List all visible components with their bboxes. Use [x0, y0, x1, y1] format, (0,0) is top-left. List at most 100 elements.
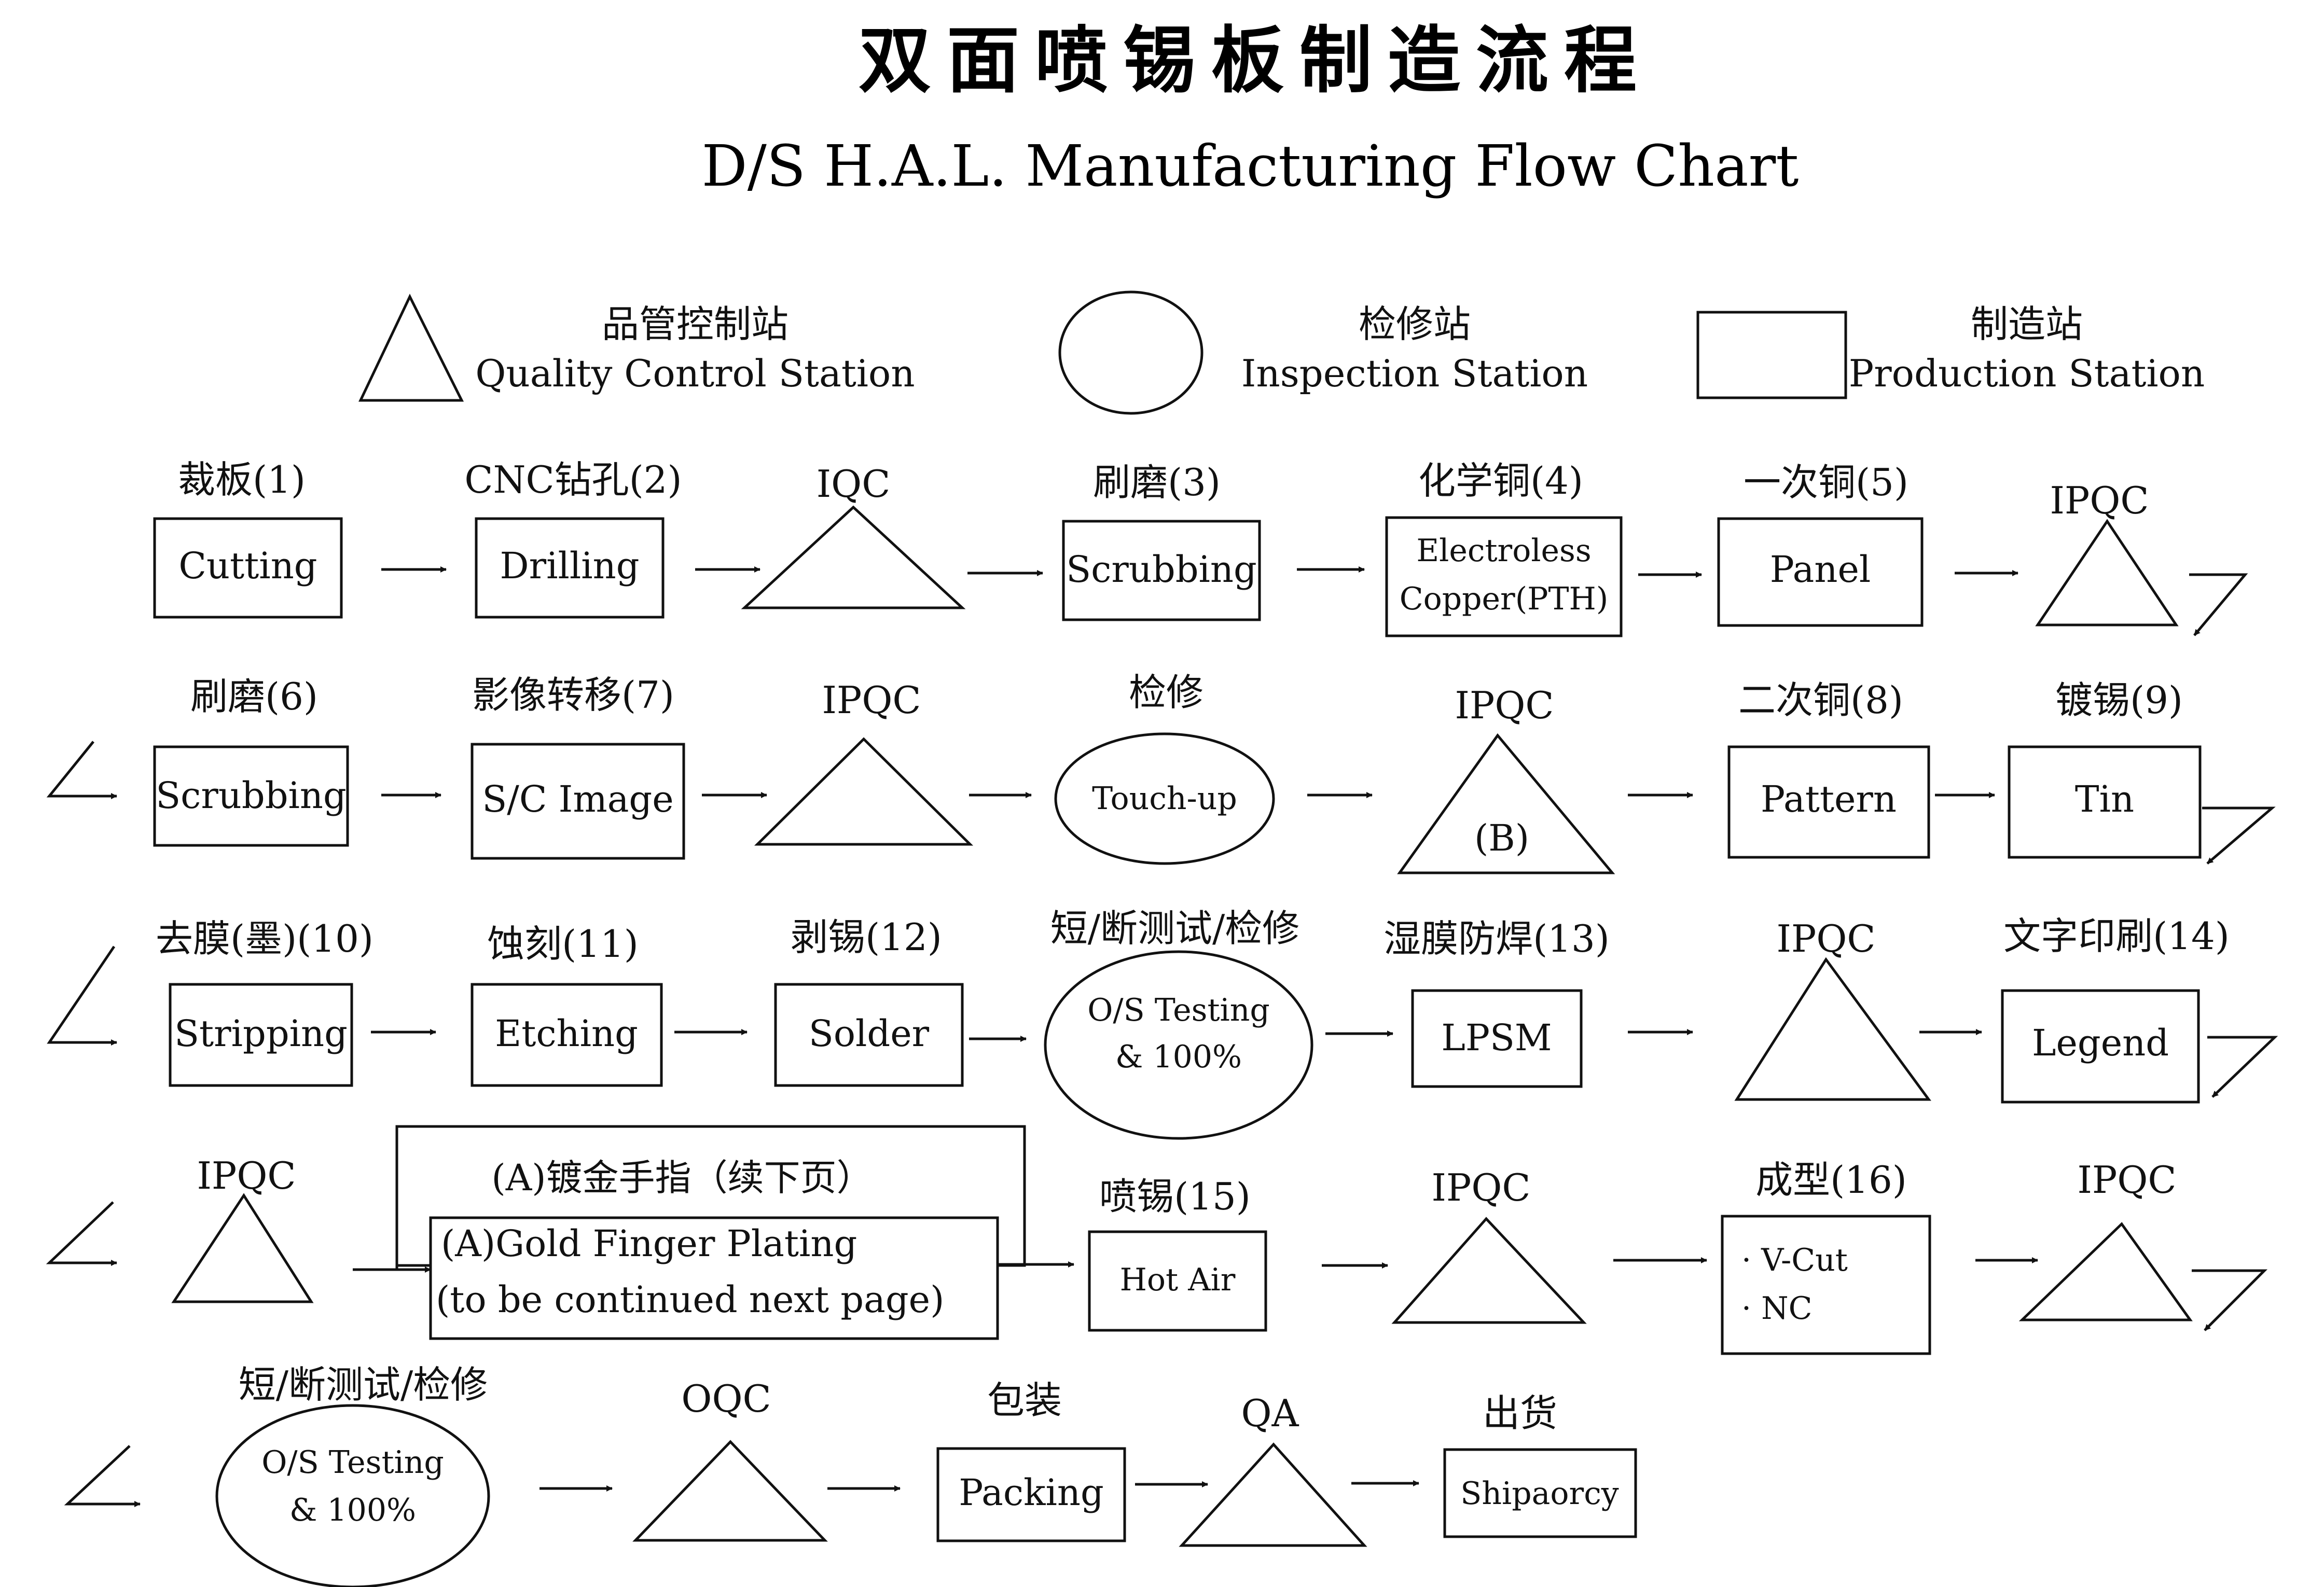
node-label: 蚀刻(11) [487, 922, 639, 966]
node-ipqc-4: IPQC [171, 1154, 314, 1303]
node-scrubbing-6: 刷磨(6) Scrubbing [153, 675, 349, 847]
node-label: 短/断测试/检修 [239, 1363, 488, 1407]
node-text: Panel [1770, 548, 1871, 591]
node-text-line1: O/S Testing [1087, 992, 1270, 1028]
node-label: 裁板(1) [178, 458, 306, 502]
node-solder: 剥锡(12) Solder [774, 915, 964, 1087]
node-label: (A)镀金手指（续下页） [491, 1157, 873, 1199]
node-label: 包装 [987, 1379, 1062, 1422]
node-label: 湿膜防焊(13) [1384, 917, 1610, 960]
node-text-line2: (to be continued next page) [436, 1278, 944, 1321]
node-ipqc-b: IPQC (B) [1397, 684, 1615, 874]
node-label: 影像转移(7) [472, 673, 674, 717]
legend-quality-cn: 品管控制站 [602, 302, 789, 346]
node-qa: QA [1179, 1391, 1367, 1547]
node-text: S/C Image [482, 778, 673, 820]
node-label: IPQC [1455, 684, 1554, 727]
legend-triangle-icon [358, 294, 464, 402]
node-gold-finger: (A)镀金手指（续下页） (A)Gold Finger Plating (to … [395, 1125, 1026, 1340]
node-text: Pattern [1761, 778, 1897, 820]
node-label: 成型(16) [1755, 1158, 1907, 1202]
node-text: Drilling [500, 545, 639, 587]
node-text: Scrubbing [1066, 548, 1257, 591]
node-forming: 成型(16) · V-Cut · NC [1721, 1158, 1931, 1355]
node-label: 喷锡(15) [1099, 1175, 1251, 1218]
node-sc-image: 影像转移(7) S/C Image [471, 673, 685, 860]
node-lpsm: 湿膜防焊(13) LPSM [1384, 917, 1610, 1088]
node-label: 镀锡(9) [2055, 678, 2183, 722]
node-label: IPQC [1431, 1166, 1530, 1209]
legend-rect-icon [1696, 311, 1847, 399]
node-label: 去膜(墨)(10) [156, 917, 374, 960]
node-label: 出货 [1483, 1391, 1557, 1435]
node-ipqc-5: IPQC [1391, 1166, 1587, 1324]
legend-inspection-en: Inspection Station [1241, 352, 1588, 395]
node-hot-air: 喷锡(15) Hot Air [1088, 1175, 1267, 1332]
node-label: QA [1241, 1391, 1299, 1435]
node-label: IQC [817, 462, 891, 506]
node-label: OQC [681, 1377, 771, 1421]
node-text-line1: (A)Gold Finger Plating [441, 1222, 857, 1265]
node-packing: 包装 Packing [936, 1379, 1126, 1542]
node-text-line2: Copper(PTH) [1400, 581, 1609, 617]
node-label: IPQC [1776, 917, 1875, 960]
node-electroless: 化学铜(4) Electroless Copper(PTH) [1385, 459, 1623, 637]
node-label: 剥锡(12) [791, 915, 942, 959]
node-label: IPQC [2077, 1158, 2176, 1202]
node-cutting: 裁板(1) Cutting [153, 458, 343, 619]
node-label: 文字印刷(14) [2003, 914, 2230, 958]
node-ipqc-2: IPQC [754, 678, 974, 846]
legend-quality-en: Quality Control Station [475, 352, 915, 395]
legend: 品管控制站 Quality Control Station 检修站 Inspec… [358, 290, 2205, 415]
node-label: 一次铜(5) [1744, 461, 1908, 504]
node-label: IPQC [197, 1154, 296, 1198]
node-label: 化学铜(4) [1418, 459, 1583, 503]
node-label: 刷磨(6) [190, 675, 318, 718]
node-inner-text: (B) [1474, 817, 1529, 859]
node-label: 短/断测试/检修 [1050, 907, 1300, 950]
node-text-line2: & 100% [289, 1492, 416, 1528]
legend-production-cn: 制造站 [1971, 302, 2083, 346]
node-text: Tin [2075, 778, 2134, 820]
node-text-line2: · NC [1741, 1290, 1813, 1327]
node-text: Solder [809, 1012, 930, 1055]
node-text-line2: & 100% [1115, 1039, 1242, 1075]
node-panel: 一次铜(5) Panel [1717, 461, 1924, 627]
node-label: 二次铜(8) [1738, 678, 1903, 722]
node-ipqc-1: IPQC [2035, 479, 2179, 627]
node-os-testing-2: 短/断测试/检修 O/S Testing & 100% [215, 1363, 490, 1587]
legend-inspection-cn: 检修站 [1359, 302, 1471, 346]
node-text-line1: Electroless [1416, 533, 1591, 569]
node-text: Cutting [178, 545, 317, 587]
node-text: Scrubbing [156, 774, 347, 817]
node-text: Stripping [174, 1012, 348, 1055]
node-tin: 镀锡(9) Tin [2008, 678, 2202, 859]
node-text: Shipaorcy [1460, 1475, 1619, 1512]
node-ipqc-3: IPQC [1734, 917, 1931, 1101]
node-label: 检修 [1129, 671, 1204, 714]
legend-production-en: Production Station [1849, 352, 2205, 395]
node-text: Legend [2032, 1022, 2169, 1064]
node-label: CNC钻孔(2) [464, 458, 682, 502]
node-stripping: 去膜(墨)(10) Stripping [156, 917, 374, 1087]
node-text: Touch-up [1092, 781, 1237, 817]
node-text: LPSM [1441, 1017, 1552, 1059]
title-en: D/S H.A.L. Manufacturing Flow Chart [702, 133, 1799, 199]
node-etching: 蚀刻(11) Etching [471, 922, 663, 1087]
node-text-line1: · V-Cut [1741, 1242, 1848, 1278]
node-legend-print: 文字印刷(14) Legend [2001, 914, 2230, 1104]
node-os-testing-1: 短/断测试/检修 O/S Testing & 100% [1044, 907, 1313, 1140]
node-shipping: 出货 Shipaorcy [1443, 1391, 1637, 1538]
node-text: Hot Air [1120, 1262, 1236, 1298]
node-label: IPQC [822, 678, 921, 722]
node-label: 刷磨(3) [1093, 461, 1221, 504]
node-iqc: IQC [741, 462, 966, 609]
node-text-line1: O/S Testing [261, 1444, 444, 1481]
node-pattern: 二次铜(8) Pattern [1727, 678, 1930, 859]
node-text: Packing [959, 1471, 1104, 1514]
node-scrubbing-3: 刷磨(3) Scrubbing [1062, 461, 1261, 621]
node-touch-up: 检修 Touch-up [1054, 671, 1275, 865]
title-cn: 双面喷锡板制造流程 [859, 18, 1652, 103]
legend-ellipse-icon [1058, 290, 1204, 415]
